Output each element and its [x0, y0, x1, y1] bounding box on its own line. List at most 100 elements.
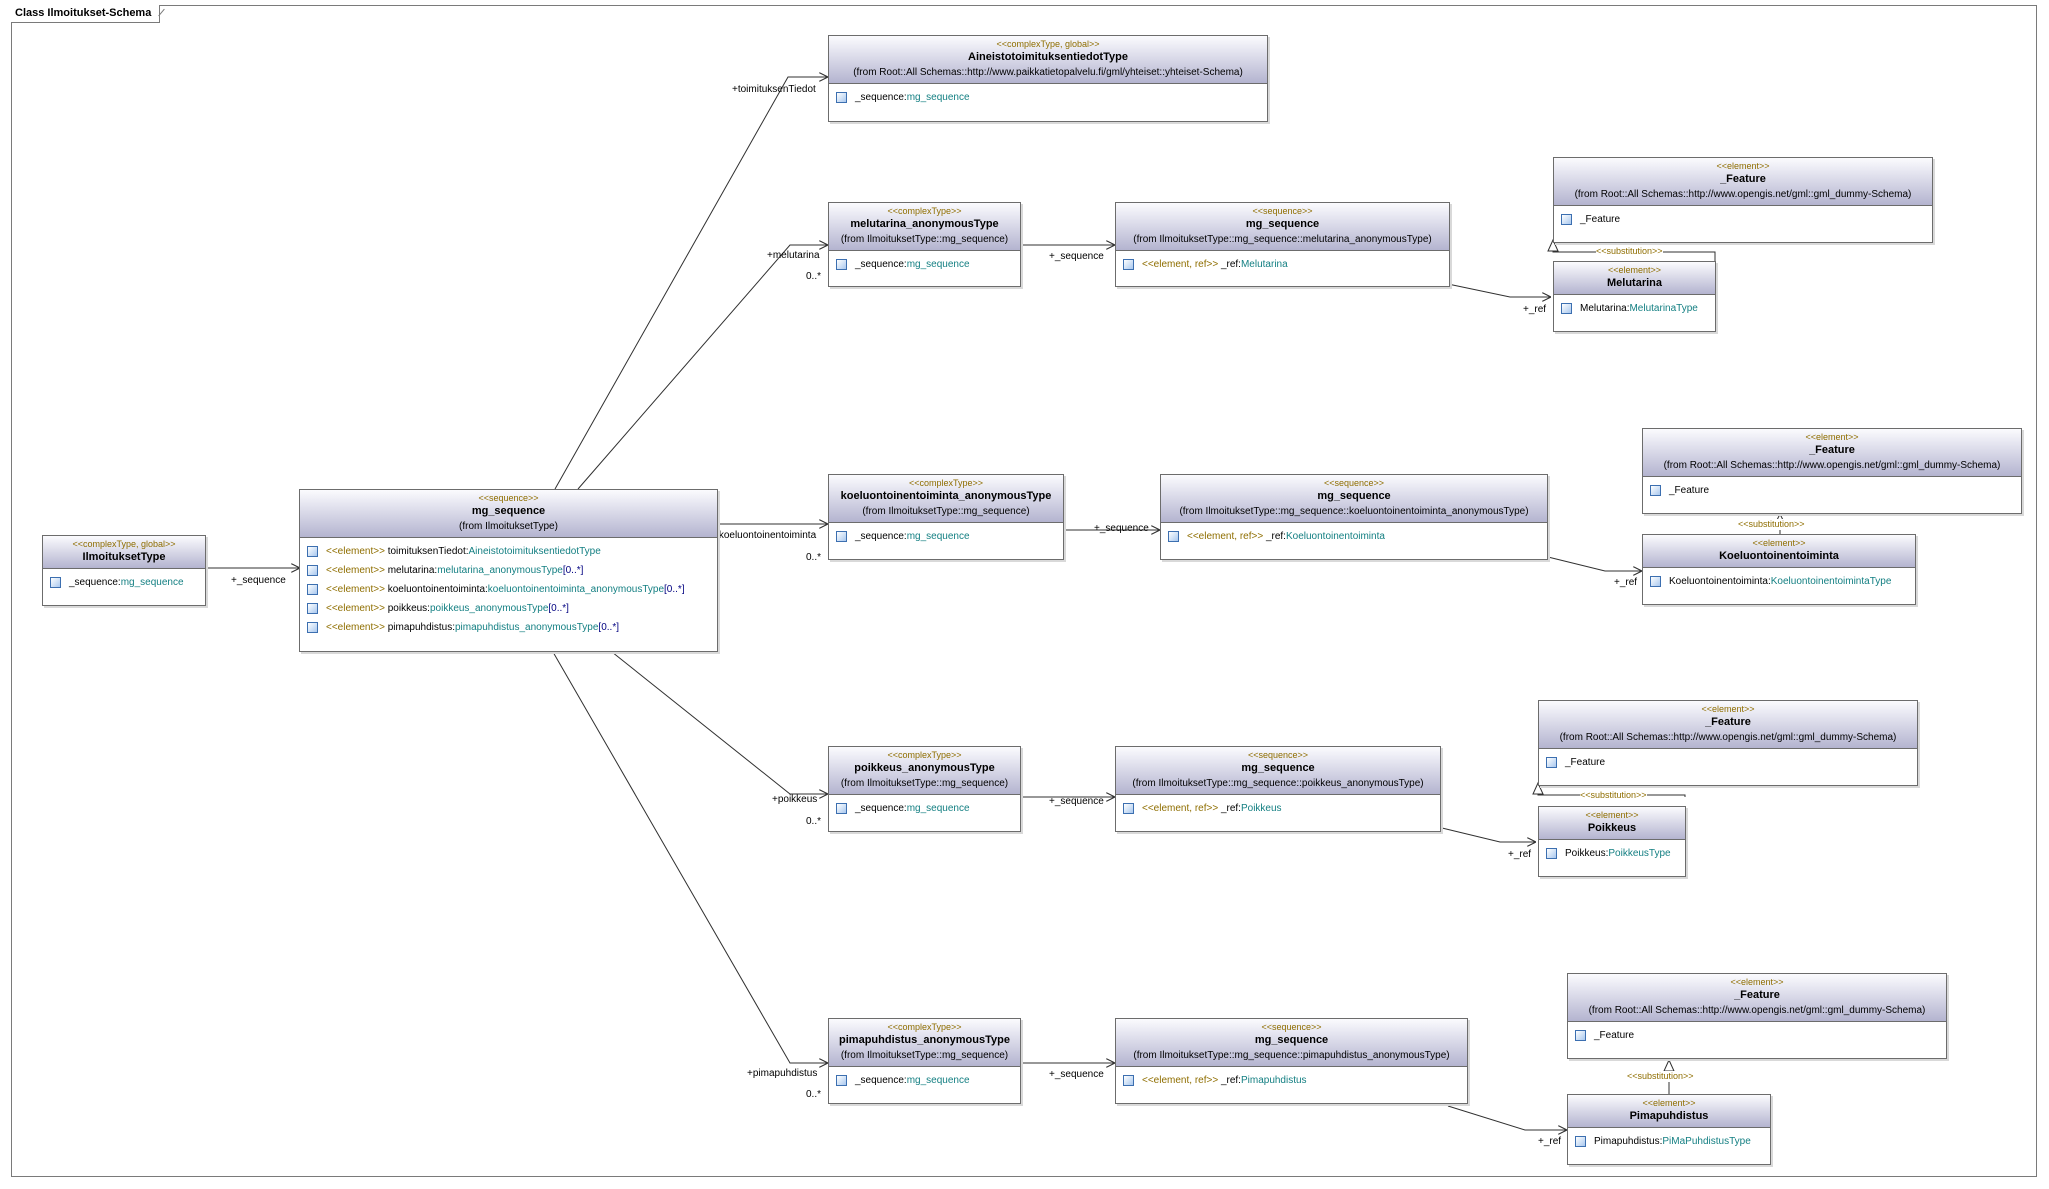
box-stereotype: <<complexType>> — [908, 478, 984, 488]
attribute-row[interactable]: _sequence:mg_sequence — [835, 799, 1016, 818]
attribute-icon — [1650, 576, 1661, 587]
attribute-row[interactable]: _Feature — [1560, 210, 1928, 229]
attribute-type: KoeluontoinentoimintaType — [1770, 576, 1892, 587]
attribute-name: _sequence: — [855, 531, 907, 542]
assoc-pima — [552, 651, 828, 1063]
label-melutarina: +melutarina — [767, 250, 820, 261]
attribute-row[interactable]: _Feature — [1574, 1026, 1942, 1045]
box-name: pimapuhdistus_anonymousType — [839, 1034, 1010, 1046]
box-name: mg_sequence — [1317, 490, 1391, 502]
class-box-feature-1[interactable]: <<element>>_Feature(from Root::All Schem… — [1553, 157, 1933, 243]
box-header: <<sequence>>mg_sequence(from Ilmoitukset… — [1116, 203, 1449, 251]
class-box-poikkeus-anon[interactable]: <<complexType>>poikkeus_anonymousType(fr… — [828, 746, 1021, 832]
box-header: <<element>>_Feature(from Root::All Schem… — [1554, 158, 1932, 206]
box-name: mg_sequence — [471, 505, 546, 517]
box-stereotype: <<element>> — [1752, 538, 1806, 548]
box-attributes: Melutarina:MelutarinaType — [1554, 295, 1715, 321]
class-box-pima-seq[interactable]: <<sequence>>mg_sequence(from Ilmoitukset… — [1115, 1018, 1468, 1104]
attribute-stereotype: <<element>> — [326, 622, 388, 633]
subst-arrowhead-4 — [1663, 1058, 1675, 1072]
class-box-melutarina-anon[interactable]: <<complexType>>melutarina_anonymousType(… — [828, 202, 1021, 287]
attribute-row[interactable]: Poikkeus:PoikkeusType — [1545, 844, 1681, 863]
attribute-icon — [1575, 1030, 1586, 1041]
class-box-koeluonto-anon[interactable]: <<complexType>> koeluontoinentoiminta_ano… — [828, 474, 1064, 560]
box-stereotype: <<element>> — [1805, 432, 1859, 442]
attribute-row[interactable]: <<element>> poikkeus:poikkeus_anonymousT… — [306, 599, 713, 618]
attribute-icon — [1123, 1075, 1134, 1086]
class-box-melutarina-seq[interactable]: <<sequence>>mg_sequence(from Ilmoitukset… — [1115, 202, 1450, 287]
attribute-type: Koeluontoinentoiminta — [1285, 531, 1385, 542]
box-attributes: _Feature — [1643, 477, 2021, 503]
subst-label-1: <<substitution>> — [1596, 246, 1663, 257]
subst-arrowhead-3 — [1532, 781, 1544, 795]
attribute-row[interactable]: _sequence:mg_sequence — [835, 1071, 1016, 1090]
assoc-poikkeus — [611, 651, 828, 794]
box-stereotype: <<complexType, global>> — [996, 39, 1100, 49]
class-box-poikkeus-seq[interactable]: <<sequence>>mg_sequence(from Ilmoitukset… — [1115, 746, 1441, 832]
attribute-icon — [1546, 757, 1557, 768]
attribute-name: koeluontoinentoiminta: — [387, 584, 488, 595]
attribute-type: mg_sequence — [906, 531, 970, 542]
attribute-multiplicity: [0..*] — [562, 565, 584, 576]
box-name: _Feature — [1734, 989, 1780, 1001]
attribute-row[interactable]: Melutarina:MelutarinaType — [1560, 299, 1711, 318]
attribute-icon — [307, 584, 318, 595]
class-box-aineisto-type[interactable]: <<complexType, global>>Aineistotoimituks… — [828, 35, 1268, 122]
box-origin: (from IlmoituksetType::mg_sequence::koel… — [1179, 506, 1529, 517]
attribute-row[interactable]: <<element>> pimapuhdistus:pimapuhdistus_… — [306, 618, 713, 637]
box-attributes: Poikkeus:PoikkeusType — [1539, 840, 1685, 866]
class-box-koeluonto-seq[interactable]: <<sequence>>mg_sequence(from Ilmoitukset… — [1160, 474, 1548, 560]
attribute-row[interactable]: _sequence:mg_sequence — [835, 88, 1263, 107]
label-poikkeus: +poikkeus — [772, 794, 818, 805]
class-box-main-sequence[interactable]: <<sequence>>mg_sequence(from Ilmoitukset… — [299, 489, 718, 652]
class-box-feature-3[interactable]: <<element>>_Feature(from Root::All Schem… — [1538, 700, 1918, 786]
attribute-row[interactable]: <<element, ref>> _ref:Melutarina — [1122, 255, 1445, 274]
attribute-name: _Feature — [1669, 485, 1710, 496]
attribute-multiplicity: [0..*] — [664, 584, 685, 595]
attribute-name: pimapuhdistus: — [387, 622, 455, 633]
label-sequence-main: +_sequence — [231, 575, 286, 586]
attribute-row[interactable]: <<element>> melutarina:melutarina_anonym… — [306, 561, 713, 580]
box-name: koeluontoinentoiminta_anonymousType — [840, 490, 1052, 502]
attribute-type: pimapuhdistus_anonymousType — [454, 622, 599, 633]
subst-label-3: <<substitution>> — [1580, 790, 1647, 801]
class-box-pima-anon[interactable]: <<complexType>> pimapuhdistus_anonymousTy… — [828, 1018, 1021, 1104]
attribute-row[interactable]: <<element, ref>> _ref:Pimapuhdistus — [1122, 1071, 1463, 1090]
label-seq-melutarina: +_sequence — [1049, 251, 1104, 262]
box-attributes: <<element, ref>> _ref:Koeluontoinentoimi… — [1161, 523, 1547, 549]
attribute-stereotype: <<element>> — [326, 565, 388, 576]
box-header: <<sequence>>mg_sequence(from Ilmoitukset… — [300, 490, 717, 538]
attribute-row[interactable]: <<element>> toimituksenTiedot:Aineistoto… — [306, 542, 713, 561]
attribute-name: _ref: — [1265, 531, 1286, 542]
attribute-name: _Feature — [1594, 1030, 1635, 1041]
box-name: mg_sequence — [1254, 1034, 1329, 1046]
attribute-row[interactable]: Koeluontoinentoiminta:Koeluontoinentoimi… — [1649, 572, 1911, 591]
attribute-icon — [836, 1075, 847, 1086]
box-origin: (from IlmoituksetType) — [459, 521, 558, 532]
class-box-feature-2[interactable]: <<element>>_Feature(from Root::All Schem… — [1642, 428, 2022, 514]
mult-pima: 0..* — [806, 1089, 822, 1100]
box-stereotype: <<complexType>> — [887, 1022, 962, 1032]
attribute-row[interactable]: <<element>> koeluontoinentoiminta:koeluo… — [306, 580, 713, 599]
attribute-name: Pimapuhdistus: — [1594, 1136, 1663, 1147]
box-name: _Feature — [1809, 444, 1855, 456]
box-name: mg_sequence — [1245, 218, 1320, 230]
mult-poikkeus: 0..* — [806, 816, 822, 827]
attribute-row[interactable]: _sequence:mg_sequence — [835, 255, 1016, 274]
attribute-row[interactable]: <<element, ref>> _ref:Koeluontoinentoimi… — [1167, 527, 1543, 546]
class-box-ilmoitukset-type[interactable]: <<complexType, global>>IlmoituksetType_s… — [42, 535, 206, 606]
class-box-feature-4[interactable]: <<element>>_Feature(from Root::All Schem… — [1567, 973, 1947, 1059]
attribute-icon — [836, 92, 847, 103]
attribute-name: _sequence: — [855, 803, 907, 814]
attribute-row[interactable]: Pimapuhdistus:PiMaPuhdistusType — [1574, 1132, 1766, 1151]
attribute-row[interactable]: _sequence:mg_sequence — [835, 527, 1059, 546]
attribute-type: Poikkeus — [1240, 803, 1282, 814]
attribute-row[interactable]: _Feature — [1545, 753, 1913, 772]
attribute-row[interactable]: _Feature — [1649, 481, 2017, 500]
attribute-row[interactable]: _sequence:mg_sequence — [49, 573, 201, 592]
attribute-row[interactable]: <<element, ref>> _ref:Poikkeus — [1122, 799, 1436, 818]
